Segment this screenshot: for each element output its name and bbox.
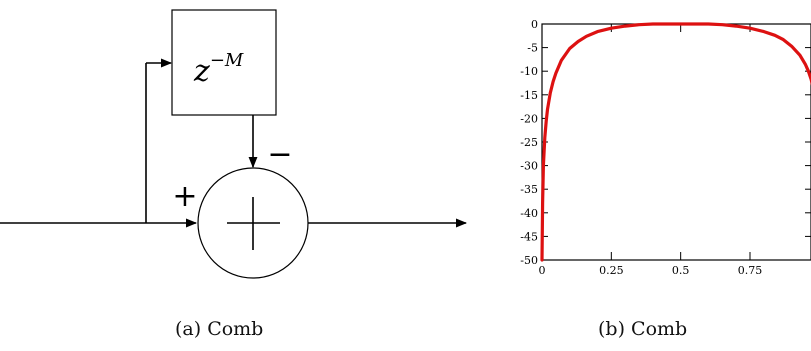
y-tick-label: -40 [520,207,538,220]
y-tick-label: -30 [520,160,538,173]
y-tick-label: -10 [520,65,538,78]
series-layer [540,22,811,262]
y-tick-label: -35 [520,183,538,196]
x-tick-label: 0 [539,264,546,277]
y-tick-label: -45 [520,230,538,243]
series-line-0 [540,22,811,262]
x-tick-label: 0.75 [738,264,763,277]
x-tick-label: 0.5 [672,264,690,277]
minus-sign: − [267,137,292,172]
plot-frame [541,23,811,261]
y-tick-label: -15 [520,89,538,102]
y-tick-label: -50 [520,254,538,267]
x-tick-label: 0.25 [599,264,624,277]
plus-sign: + [172,179,197,214]
delay-block-label: z−M [193,50,244,89]
caption-b: (b) Comb [598,318,688,340]
y-tick-label: -20 [520,112,538,125]
y-tick-label: -5 [527,42,538,55]
x-axis-ticks: 0 0.25 0.5 0.75 [539,24,763,277]
caption-a: (a) Comb [175,318,264,340]
y-tick-label: -25 [520,136,538,149]
y-axis-ticks: 0 -5 -10 -15 -20 -25 -30 -35 -40 -45 -50 [520,18,811,267]
delay-block [171,9,277,116]
comb-block-diagram: z−M + − [0,9,468,279]
y-tick-label: 0 [531,18,538,31]
